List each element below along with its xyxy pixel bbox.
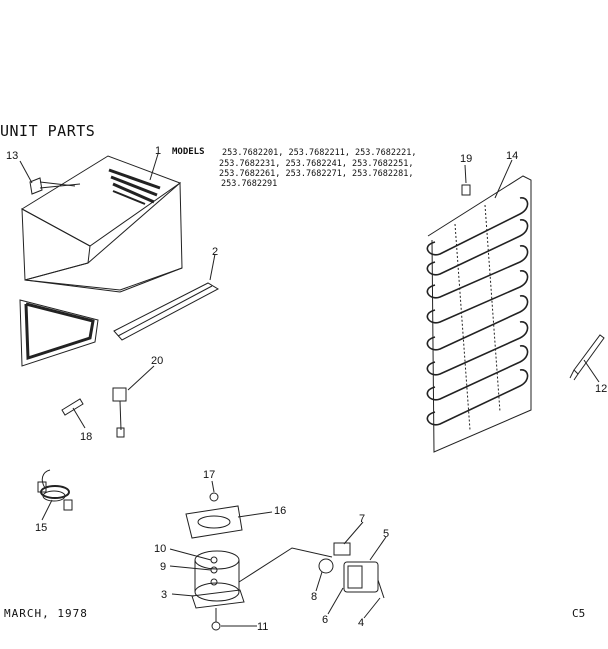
- wiring-harness: [37, 469, 73, 511]
- grommet: [461, 184, 471, 196]
- callout-15: 15: [35, 522, 47, 534]
- callout-5: 5: [383, 528, 389, 540]
- footer-code: C5: [572, 607, 586, 620]
- model-line-3: 253.7682261, 253.7682271, 253.7682281,: [219, 169, 414, 179]
- leader-lines: [19, 153, 600, 627]
- callout-6: 6: [322, 614, 328, 626]
- callout-10: 10: [154, 543, 166, 555]
- callout-19: 19: [460, 153, 472, 165]
- compressor: [191, 550, 245, 631]
- connector: [112, 387, 127, 438]
- diagram-title: UNIT PARTS: [0, 122, 96, 140]
- callout-13: 13: [6, 150, 18, 162]
- callout-3: 3: [161, 589, 167, 601]
- callout-11: 11: [257, 621, 268, 633]
- footer-date: MARCH, 1978: [4, 607, 88, 620]
- relay-assembly: [318, 542, 385, 599]
- callout-2: 2: [212, 246, 218, 258]
- models-label: MODELS: [172, 147, 205, 157]
- callout-18: 18: [80, 431, 92, 443]
- model-line-2: 253.7682231, 253.7682241, 253.7682251,: [219, 159, 414, 169]
- callout-17: 17: [203, 469, 215, 481]
- callout-labels: 1 2 3 4 5 6 7 8 9 10 11 12 13 14 15 16 1…: [6, 145, 607, 633]
- strap: [61, 398, 84, 416]
- callout-7: 7: [359, 513, 365, 525]
- condenser-coil: [426, 175, 532, 453]
- drier: [569, 334, 605, 381]
- wire-clip: [29, 177, 81, 195]
- callout-12: 12: [595, 383, 607, 395]
- callout-14: 14: [506, 150, 518, 162]
- callout-4: 4: [358, 617, 364, 629]
- compressor-mount: [185, 492, 243, 539]
- callout-20: 20: [151, 355, 163, 367]
- model-line-1: 253.7682201, 253.7682211, 253.7682221,: [222, 148, 417, 158]
- callout-1: 1: [155, 145, 161, 157]
- refrigerant-tube: [238, 547, 333, 583]
- model-line-4: 253.7682291: [221, 179, 278, 189]
- cabinet-panel: [19, 155, 183, 367]
- callout-9: 9: [160, 561, 166, 573]
- mounting-rail: [113, 282, 220, 341]
- callout-8: 8: [311, 591, 317, 603]
- callout-16: 16: [274, 505, 286, 517]
